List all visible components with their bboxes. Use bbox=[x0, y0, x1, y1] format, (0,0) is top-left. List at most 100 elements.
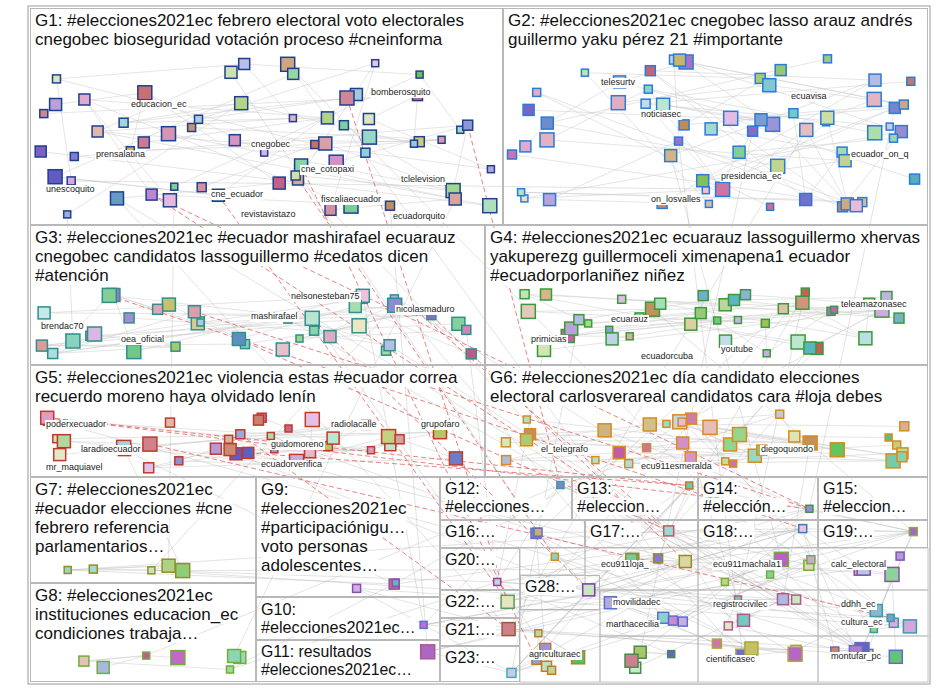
group-box: G28:… bbox=[520, 575, 600, 610]
vertex-label: on_losvalles bbox=[650, 195, 702, 205]
group-title-block: G17:… bbox=[590, 523, 693, 541]
group-box: G10: #elecciones2021ec… bbox=[256, 597, 440, 640]
vertex-label: mr_maquiavel bbox=[45, 463, 104, 473]
group-title-block: G3: #elecciones2021ec #ecuador mashirafa… bbox=[35, 228, 480, 285]
vertex-label: prensalatina bbox=[95, 150, 146, 160]
vertex-label: ecu911esmeralda bbox=[640, 462, 713, 472]
vertex-label: cne_ecuador bbox=[210, 190, 264, 200]
group-title: G21:… bbox=[445, 621, 496, 638]
group-title: G28:… bbox=[525, 578, 576, 595]
vertex-label: ecuadorcuba bbox=[640, 352, 694, 362]
group-title: G15: #eleccion… bbox=[823, 480, 907, 515]
group-title: G20:… bbox=[445, 551, 496, 568]
group-title-block: G11: resultados #elecciones2021ec… bbox=[261, 643, 435, 678]
vertex-label: cne_cotopaxi bbox=[300, 165, 355, 175]
vertex-label: cnegobec bbox=[250, 140, 291, 150]
vertex-label: ecuavisa bbox=[790, 92, 828, 102]
group-title: G10: #elecciones2021ec… bbox=[261, 600, 416, 636]
group-title: G14: #elección… bbox=[703, 480, 787, 515]
group-title-block: G20:… bbox=[445, 551, 515, 569]
group-title-block: G10: #elecciones2021ec… bbox=[261, 600, 435, 636]
group-box: G7: #elecciones2021ec #ecuador eleccione… bbox=[30, 477, 256, 583]
group-title: G22:… bbox=[445, 593, 496, 610]
group-title: G23:… bbox=[445, 649, 496, 666]
group-box: G14: #elección… bbox=[698, 477, 818, 520]
vertex-label: el_telegrafo bbox=[540, 445, 589, 455]
group-box: G9: #elecciones2021ec #participaciónigu…… bbox=[256, 477, 440, 597]
group-title-block: G18:… bbox=[703, 523, 813, 541]
vertex-label: oea_oficial bbox=[120, 335, 165, 345]
group-title: G3: #elecciones2021ec #ecuador mashirafa… bbox=[35, 228, 456, 285]
vertex-label: registrocivilec bbox=[712, 600, 769, 610]
vertex-label: revistavistazo bbox=[240, 210, 297, 220]
vertex-label: movilidadec bbox=[612, 598, 662, 608]
group-title-block: G21:… bbox=[445, 621, 515, 639]
vertex-label: radiolacalle bbox=[330, 420, 378, 430]
group-box: G1: #elecciones2021ec febrero electoral … bbox=[30, 8, 503, 225]
vertex-label: fiscaliaecuador bbox=[320, 195, 382, 205]
vertex-label: ecuadorquito bbox=[392, 212, 446, 222]
vertex-label: presidencia_ec bbox=[720, 172, 783, 182]
group-box: G11: resultados #elecciones2021ec… bbox=[256, 640, 440, 682]
group-title-block: G16:… bbox=[445, 523, 580, 541]
group-box: G12: #elecciones… bbox=[440, 477, 572, 520]
group-title-block: G9: #elecciones2021ec #participaciónigu…… bbox=[261, 480, 435, 575]
group-box: G17:… bbox=[585, 520, 698, 548]
group-title: G9: #elecciones2021ec #participaciónigu…… bbox=[261, 480, 407, 575]
group-title-block: G14: #elección… bbox=[703, 480, 813, 516]
vertex-label: cultura_ec bbox=[840, 618, 884, 628]
group-title: G13: #eleccion… bbox=[577, 480, 661, 515]
group-box: G23:… bbox=[440, 646, 520, 682]
group-box: G20:… bbox=[440, 548, 520, 590]
group-title-block: G1: #elecciones2021ec febrero electoral … bbox=[35, 11, 498, 49]
group-box: G21:… bbox=[440, 618, 520, 646]
vertex-label: educacion_ec bbox=[130, 100, 188, 110]
group-box: G19:… bbox=[818, 520, 928, 548]
vertex-label: diegoquondo bbox=[760, 445, 814, 455]
group-box: G13: #eleccion… bbox=[572, 477, 698, 520]
group-title-block: G22:… bbox=[445, 593, 515, 611]
vertex-label: grupofaro bbox=[420, 420, 461, 430]
group-title-block: G8: #elecciones2021ec instituciones educ… bbox=[35, 586, 251, 643]
vertex-label: primicias bbox=[530, 335, 568, 345]
group-title-block: G6: #elecciones2021ec día candidato elec… bbox=[490, 368, 923, 406]
vertex-label: noticiasec bbox=[640, 110, 682, 120]
group-title-block: G4: #elecciones2021ec ecuarauz lassoguil… bbox=[490, 228, 923, 285]
group-box: G22:… bbox=[440, 590, 520, 618]
vertex-label: ecu911machala1 bbox=[712, 560, 782, 570]
group-title-block: G23:… bbox=[445, 649, 515, 667]
vertex-label: poderxecuador bbox=[45, 420, 107, 430]
vertex-label: youtube bbox=[720, 345, 754, 355]
vertex-label: brendac70 bbox=[40, 322, 85, 332]
group-title: G2: #elecciones2021ec cnegobec lasso ara… bbox=[508, 11, 913, 49]
vertex-label: ecuadorverifica bbox=[260, 460, 323, 470]
vertex-label: tclelevision bbox=[400, 175, 446, 185]
group-box: G3: #elecciones2021ec #ecuador mashirafa… bbox=[30, 225, 485, 365]
group-box: G18:… bbox=[698, 520, 818, 548]
graph-frame bbox=[28, 6, 930, 684]
vertex-label: cientificasec bbox=[705, 655, 756, 665]
group-box: G16:… bbox=[440, 520, 585, 548]
vertex-label: unescoquito bbox=[45, 185, 96, 195]
vertex-label: mashirafael bbox=[250, 312, 299, 322]
vertex-label: montufar_pc bbox=[830, 652, 882, 662]
group-title: G8: #elecciones2021ec instituciones educ… bbox=[35, 586, 238, 643]
vertex-label: teleamazonasec bbox=[840, 300, 908, 310]
group-box: G8: #elecciones2021ec instituciones educ… bbox=[30, 583, 256, 682]
group-title-block: G19:… bbox=[823, 523, 923, 541]
vertex-label: ecuador_on_q bbox=[850, 150, 910, 160]
group-title: G4: #elecciones2021ec ecuarauz lassoguil… bbox=[490, 228, 920, 285]
vertex-label: nelsonesteban75 bbox=[290, 292, 361, 302]
group-title-block: G12: #elecciones… bbox=[445, 480, 567, 516]
vertex-label: marthacecilia bbox=[605, 620, 660, 630]
group-title-block: G28:… bbox=[525, 578, 595, 596]
group-title: G6: #elecciones2021ec día candidato elec… bbox=[490, 368, 882, 406]
group-title: G16:… bbox=[445, 523, 496, 540]
vertex-label: ddhh_ec bbox=[840, 600, 877, 610]
group-title: G17:… bbox=[590, 523, 641, 540]
vertex-label: ecuarauz bbox=[610, 315, 649, 325]
group-title: G5: #elecciones2021ec violencia estas #e… bbox=[35, 368, 457, 406]
vertex-label: laradioecuador bbox=[80, 445, 142, 455]
vertex-label: bomberosquito bbox=[370, 88, 432, 98]
group-title: G12: #elecciones… bbox=[445, 480, 546, 515]
